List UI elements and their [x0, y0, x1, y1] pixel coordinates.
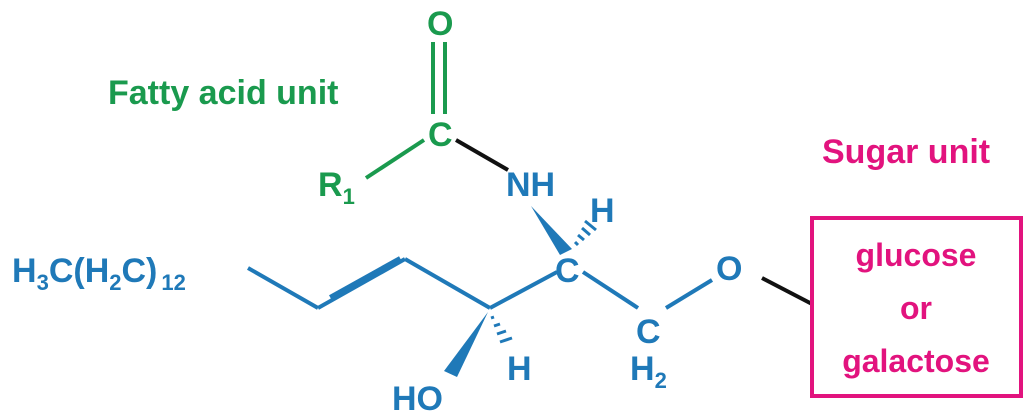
hydroxyl-group: HO — [392, 380, 443, 418]
alkyl-chain-label: H3C(H2C)12 — [12, 252, 186, 295]
sugar-unit-label: Sugar unit — [822, 133, 990, 171]
c2-hydrogen: H — [590, 192, 615, 230]
carbonyl-oxygen: O — [427, 5, 453, 43]
c1-oxygen-bond — [664, 278, 714, 310]
c2-carbon: C — [555, 252, 580, 290]
trans-double-bond-outer — [317, 257, 406, 310]
r1-carbon-bond — [364, 138, 426, 180]
c1-carbon: C — [636, 313, 661, 351]
n-c2-wedge-bond — [531, 206, 572, 255]
c3-c2-bond — [489, 270, 558, 310]
amide-nitrogen: NH — [506, 166, 555, 204]
fatty-acid-unit-label: Fatty acid unit — [108, 74, 338, 112]
sugar-box — [810, 216, 1023, 398]
sugar-glucose-label: glucose — [856, 237, 977, 273]
ether-oxygen: O — [716, 250, 742, 288]
c2-c1-bond — [581, 270, 640, 310]
c2-h-hashed-bond — [573, 219, 597, 247]
chain-bond-1 — [247, 266, 319, 310]
carbon-nitrogen-bond — [455, 138, 509, 172]
trans-double-bond-inner — [329, 256, 401, 299]
c3-oh-wedge-bond — [444, 312, 488, 377]
c3-h-hashed-bond — [490, 315, 513, 344]
chain-bond-3 — [404, 257, 491, 310]
c1-hydrogens: H2 — [630, 350, 667, 393]
carbonyl-carbon: C — [428, 116, 453, 154]
sugar-galactose-label: galactose — [842, 343, 990, 379]
sugar-or-label: or — [900, 290, 932, 326]
glycosidic-bond — [761, 276, 813, 306]
c3-hydrogen: H — [507, 350, 532, 388]
r1-group: R1 — [318, 166, 355, 209]
